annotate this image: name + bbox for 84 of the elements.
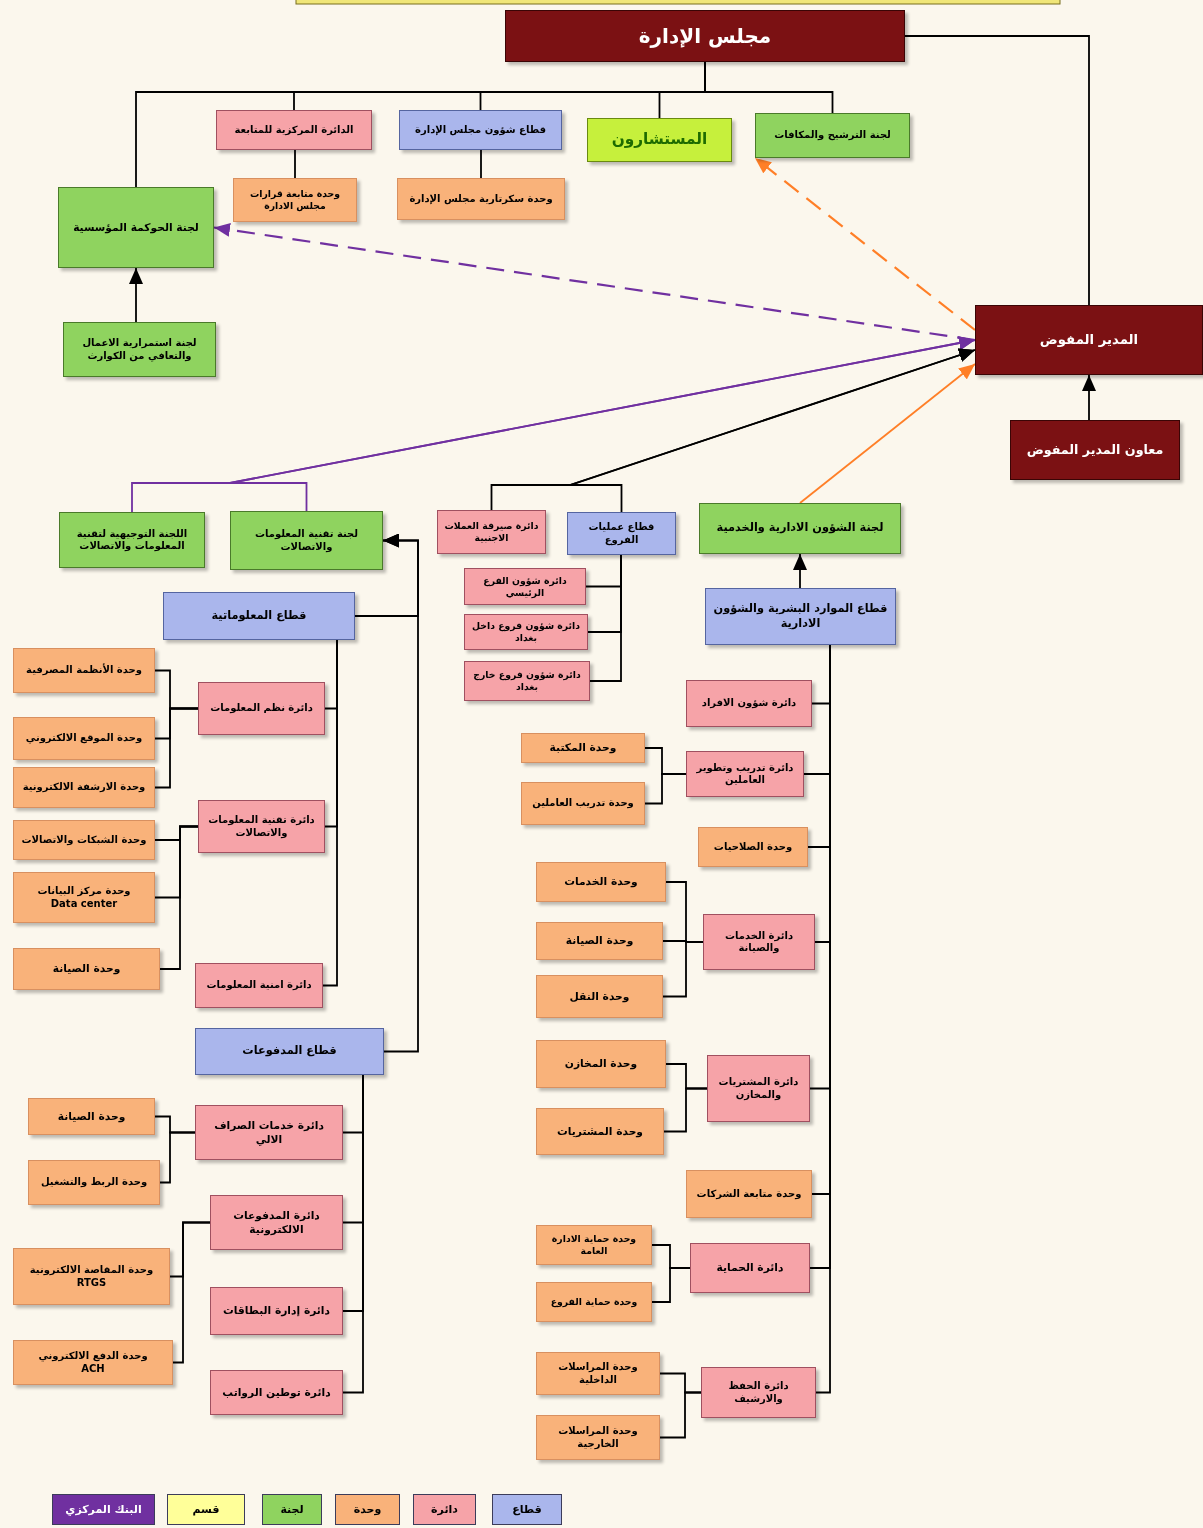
department-box: دائرة صيرفة العملات الاجنبية — [437, 510, 546, 554]
unit-box: وحدة الصلاحيات — [698, 827, 808, 867]
department-box: الدائرة المركزية للمتابعة — [216, 110, 372, 150]
unit-box: وحدة المكتبة — [521, 733, 645, 763]
unit-box: وحدة الصيانة — [28, 1098, 155, 1135]
committee-box: لجنة تقنية المعلومات والاتصالات — [230, 511, 383, 570]
arrow — [1082, 374, 1096, 421]
connector — [159, 1131, 196, 1184]
arrow — [569, 348, 976, 513]
dashed-arrow — [754, 157, 976, 331]
connector — [644, 773, 687, 805]
department-box: دائرة شؤون الفرع الرئيسي — [464, 568, 586, 605]
title-box: معاون المدير المفوض — [1010, 420, 1180, 480]
connector — [659, 1391, 702, 1439]
unit-box: وحدة الربط والتشغيل — [28, 1160, 160, 1205]
department-box: دائرة الخدمات والصيانة — [703, 914, 815, 970]
arrow — [129, 267, 143, 323]
connector — [704, 61, 834, 114]
advisors-box: المستشارون — [587, 118, 732, 162]
unit-box: وحدة الموقع الالكتروني — [13, 717, 155, 760]
sector-box: قطاع المدفوعات — [195, 1028, 384, 1075]
arrow — [799, 363, 976, 504]
connector — [651, 1267, 691, 1303]
department-box: دائرة الحفظ والارشيف — [701, 1367, 816, 1418]
committee-box: اللجنة التوجيهية لتقنية المعلومات والاتصالات — [59, 512, 205, 568]
department-box: دائرة شؤون فروع داخل بغداد — [464, 614, 588, 650]
department-box: دائرة توطين الرواتب — [210, 1370, 343, 1415]
committee-box: لجنة استمرارية الاعمال والتعافي من الكوارث — [63, 322, 216, 377]
department-box: دائرة المشتريات والمخازن — [707, 1055, 810, 1122]
connector — [662, 941, 704, 998]
connector — [159, 825, 199, 970]
unit-box: وحدة سكرتارية مجلس الإدارة — [397, 178, 565, 220]
unit-box: وحدة الصيانة — [13, 948, 160, 990]
unit-box: وحدة متابعة الشركات — [686, 1170, 812, 1218]
legend-key: دائرة — [413, 1494, 476, 1525]
connector — [294, 149, 296, 179]
connector — [663, 1087, 708, 1133]
unit-box: وحدة حماية الفروع — [536, 1282, 652, 1322]
committee-box: لجنة الشؤون الادارية والخدمية — [699, 503, 901, 554]
department-box: دائرة تقنية المعلومات والاتصالات — [198, 800, 325, 853]
unit-box: وحدة حماية الادارة العامة — [536, 1225, 652, 1265]
legend-key: لجنة — [262, 1494, 322, 1525]
unit-box: وحدة تدريب العاملين — [521, 782, 645, 825]
unit-box: وحدة الأنظمة المصرفية — [13, 648, 155, 693]
department-box: دائرة المدفوعات الالكترونية — [210, 1195, 343, 1250]
committee-box: لجنة الحوكمة المؤسسية — [58, 187, 214, 268]
legend-key: وحدة — [335, 1494, 400, 1525]
connector — [172, 1221, 211, 1364]
connector — [480, 149, 482, 179]
department-box: دائرة شؤون فروع خارج بغداد — [464, 661, 590, 701]
department-box: دائرة إدارة البطاقات — [210, 1287, 343, 1335]
title-box: المدير المفوض — [975, 305, 1203, 375]
title-box: مجلس الإدارة — [505, 10, 905, 62]
department-box: دائرة نظم المعلومات — [198, 682, 325, 735]
unit-box: وحدة متابعة قرارات مجلس الادارة — [233, 178, 357, 222]
unit-box: وحدة الارشفة الالكترونية — [13, 767, 155, 808]
unit-box: وحدة المراسلات الخارجية — [536, 1415, 660, 1460]
unit-box: وحدة النقل — [536, 975, 663, 1018]
unit-box: وحدة الشبكات والاتصالات — [13, 820, 155, 860]
connector — [904, 35, 1090, 306]
unit-box: وحدة المشتريات — [536, 1108, 664, 1155]
unit-box: وحدة المخازن — [536, 1040, 666, 1088]
arrow — [793, 553, 807, 589]
sector-box: قطاع الموارد البشرية والشؤون الادارية — [705, 588, 896, 645]
legend-key: البنك المركزي — [52, 1494, 155, 1525]
sector-box: قطاع المعلوماتية — [163, 592, 355, 640]
department-box: دائرة الحماية — [690, 1243, 810, 1293]
connector — [154, 707, 199, 789]
unit-box: وحدة الصيانة — [536, 922, 663, 960]
arrow — [382, 533, 419, 1053]
connector — [589, 554, 622, 682]
legend-key: قطاع — [492, 1494, 562, 1525]
department-box: دائرة شؤون الافراد — [686, 680, 812, 727]
committee-box: لجنة الترشيح والمكافات — [755, 113, 910, 158]
department-box: دائرة تدريب وتطوير العاملين — [686, 751, 804, 797]
sector-box: قطاع شؤون مجلس الإدارة — [399, 110, 562, 150]
legend-key: قسم — [167, 1494, 245, 1525]
unit-box: وحدة الخدمات — [536, 862, 666, 902]
sector-box: قطاع عمليات الفروع — [567, 512, 676, 555]
connector — [342, 1074, 364, 1394]
connector — [322, 639, 338, 987]
unit-box: وحدة المراسلات الداخلية — [536, 1352, 660, 1395]
department-box: دائرة خدمات الصراف الالي — [195, 1105, 343, 1160]
department-box: دائرة امنية المعلومات — [195, 963, 323, 1008]
